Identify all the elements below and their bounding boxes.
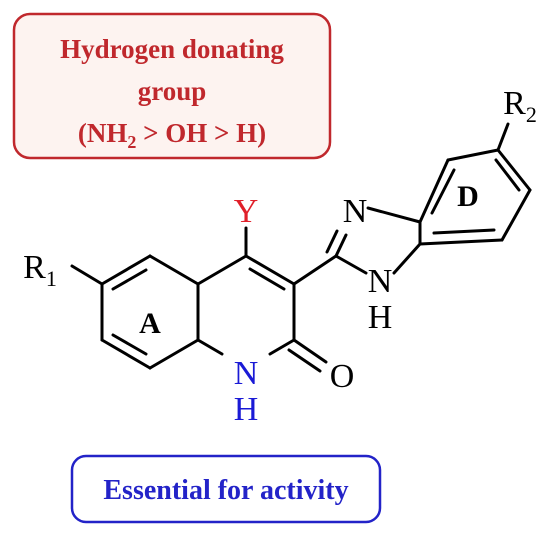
bond	[244, 254, 296, 286]
hydrogen-donating-order: (NH2 > OH > H)	[78, 118, 266, 152]
essential-text: Essential for activity	[103, 475, 348, 506]
ring-label-a: A	[139, 307, 161, 340]
order-nh-subscript: 2	[127, 132, 136, 152]
ring-a-bonds	[100, 254, 200, 370]
bond-double-inner	[111, 268, 148, 291]
bond	[392, 242, 422, 275]
order-rest: > OH > H)	[136, 118, 266, 148]
bond	[366, 206, 422, 224]
bond	[500, 188, 532, 242]
essential-annotation: Essential for activity	[70, 454, 382, 524]
bond	[70, 264, 104, 286]
r2-subscript: 2	[526, 102, 537, 127]
r2-letter: R	[503, 85, 526, 122]
bond	[292, 254, 338, 286]
substituent-r2: R2	[503, 85, 537, 127]
r1-subscript: 1	[46, 266, 57, 291]
bond	[418, 238, 504, 246]
substituent-y: Y	[234, 193, 259, 230]
bond	[100, 338, 152, 370]
carbonyl-oxygen: O	[330, 358, 355, 395]
bond	[446, 148, 500, 162]
lactam-hydrogen: H	[234, 391, 259, 428]
ring-b-bonds	[196, 226, 328, 373]
bond	[334, 233, 348, 258]
bond-double-inner	[111, 333, 148, 356]
bond	[148, 338, 200, 370]
hydrogen-donating-line2: group	[138, 76, 207, 106]
bond	[496, 122, 510, 152]
bond-double-inner	[432, 228, 496, 235]
bond-double-inner	[248, 267, 286, 291]
imidazole-nh-hydrogen: H	[368, 299, 393, 336]
bond	[268, 338, 296, 356]
bond	[496, 148, 532, 192]
bond	[196, 254, 248, 286]
ring-label-d: D	[457, 180, 479, 213]
lactam-nitrogen: N	[234, 355, 259, 392]
imidazole-nitrogen: N	[343, 193, 368, 230]
hydrogen-donating-annotation: Hydrogen donating group (NH2 > OH > H)	[12, 12, 332, 160]
bond	[148, 254, 200, 286]
ring-d-bonds	[418, 122, 532, 246]
bond-double-inner	[494, 158, 521, 192]
essential-box	[70, 454, 382, 524]
bond	[287, 348, 322, 373]
bond	[292, 338, 328, 364]
substituent-r1: R1	[23, 249, 57, 291]
bond	[325, 229, 339, 254]
hydrogen-donating-box	[12, 12, 332, 160]
order-nh: (NH	[78, 118, 128, 148]
bond	[334, 254, 368, 275]
hydrogen-donating-line1: Hydrogen donating	[60, 34, 284, 64]
imidazole-nh-nitrogen: N	[368, 263, 393, 300]
bond	[100, 254, 152, 286]
r1-letter: R	[23, 249, 46, 286]
imidazole-bonds	[325, 206, 422, 275]
bond-double-inner	[430, 168, 456, 215]
bond	[418, 158, 450, 224]
bond	[196, 338, 224, 356]
